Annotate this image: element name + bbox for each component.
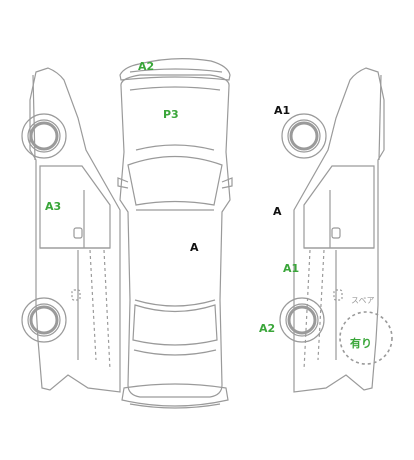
damage-label-right-side-upper: A: [273, 205, 282, 218]
spare-tire-status: 有り: [350, 337, 372, 350]
damage-label-roof-top: A2: [138, 60, 155, 73]
car-top-view: [117, 58, 233, 409]
damage-label-hood: P3: [163, 108, 179, 121]
damage-label-right-rear: A2: [259, 322, 276, 335]
spare-tire-icon: [339, 311, 393, 365]
damage-label-center-roof: A: [190, 241, 199, 254]
spare-tire-title: スペア: [351, 296, 375, 305]
damage-label-left-side: A3: [45, 200, 62, 213]
car-right-side-view: [279, 67, 385, 393]
damage-label-right-front: A1: [274, 104, 291, 117]
damage-label-right-side-lower: A1: [283, 262, 300, 275]
car-left-side-view: [21, 67, 121, 393]
